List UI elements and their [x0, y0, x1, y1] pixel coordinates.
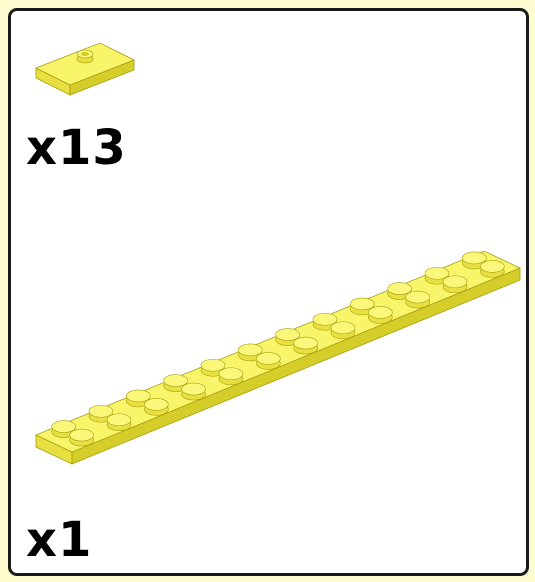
plate-stud-top [388, 283, 412, 295]
plate-stud-top [126, 390, 150, 402]
plate-stud-top [350, 298, 374, 310]
plate-stud-top [331, 322, 355, 334]
plate-stud-top [313, 313, 337, 325]
plate-stud-top [70, 429, 94, 441]
plate-stud-top [256, 352, 280, 364]
plate-stud-top [107, 414, 131, 426]
plate-stud-top [425, 267, 449, 279]
plate-stud-top [164, 375, 188, 387]
plate-stud-top [294, 337, 318, 349]
plate-stud-top [462, 252, 486, 264]
plate-stud-top [89, 405, 113, 417]
plate-stud-top [182, 383, 206, 395]
plate-stud-top [443, 276, 467, 288]
plate-stud-top [480, 260, 504, 272]
plate-stud-top [276, 329, 300, 341]
plate-stud-top [144, 398, 168, 410]
part-quantity-label: x13 [26, 124, 127, 172]
plate-stud-top [406, 291, 430, 303]
plate-stud-top [52, 421, 76, 433]
yellow-plate-1x2-jumper-icon [30, 34, 140, 100]
part-quantity-label: x1 [26, 516, 92, 564]
plate-stud-top [201, 359, 225, 371]
plate-stud-top [219, 368, 243, 380]
plate-right-face [72, 268, 520, 464]
plate-stud-top [238, 344, 262, 356]
plate-stud-top [368, 306, 392, 318]
yellow-plate-2x12-icon [30, 230, 525, 500]
